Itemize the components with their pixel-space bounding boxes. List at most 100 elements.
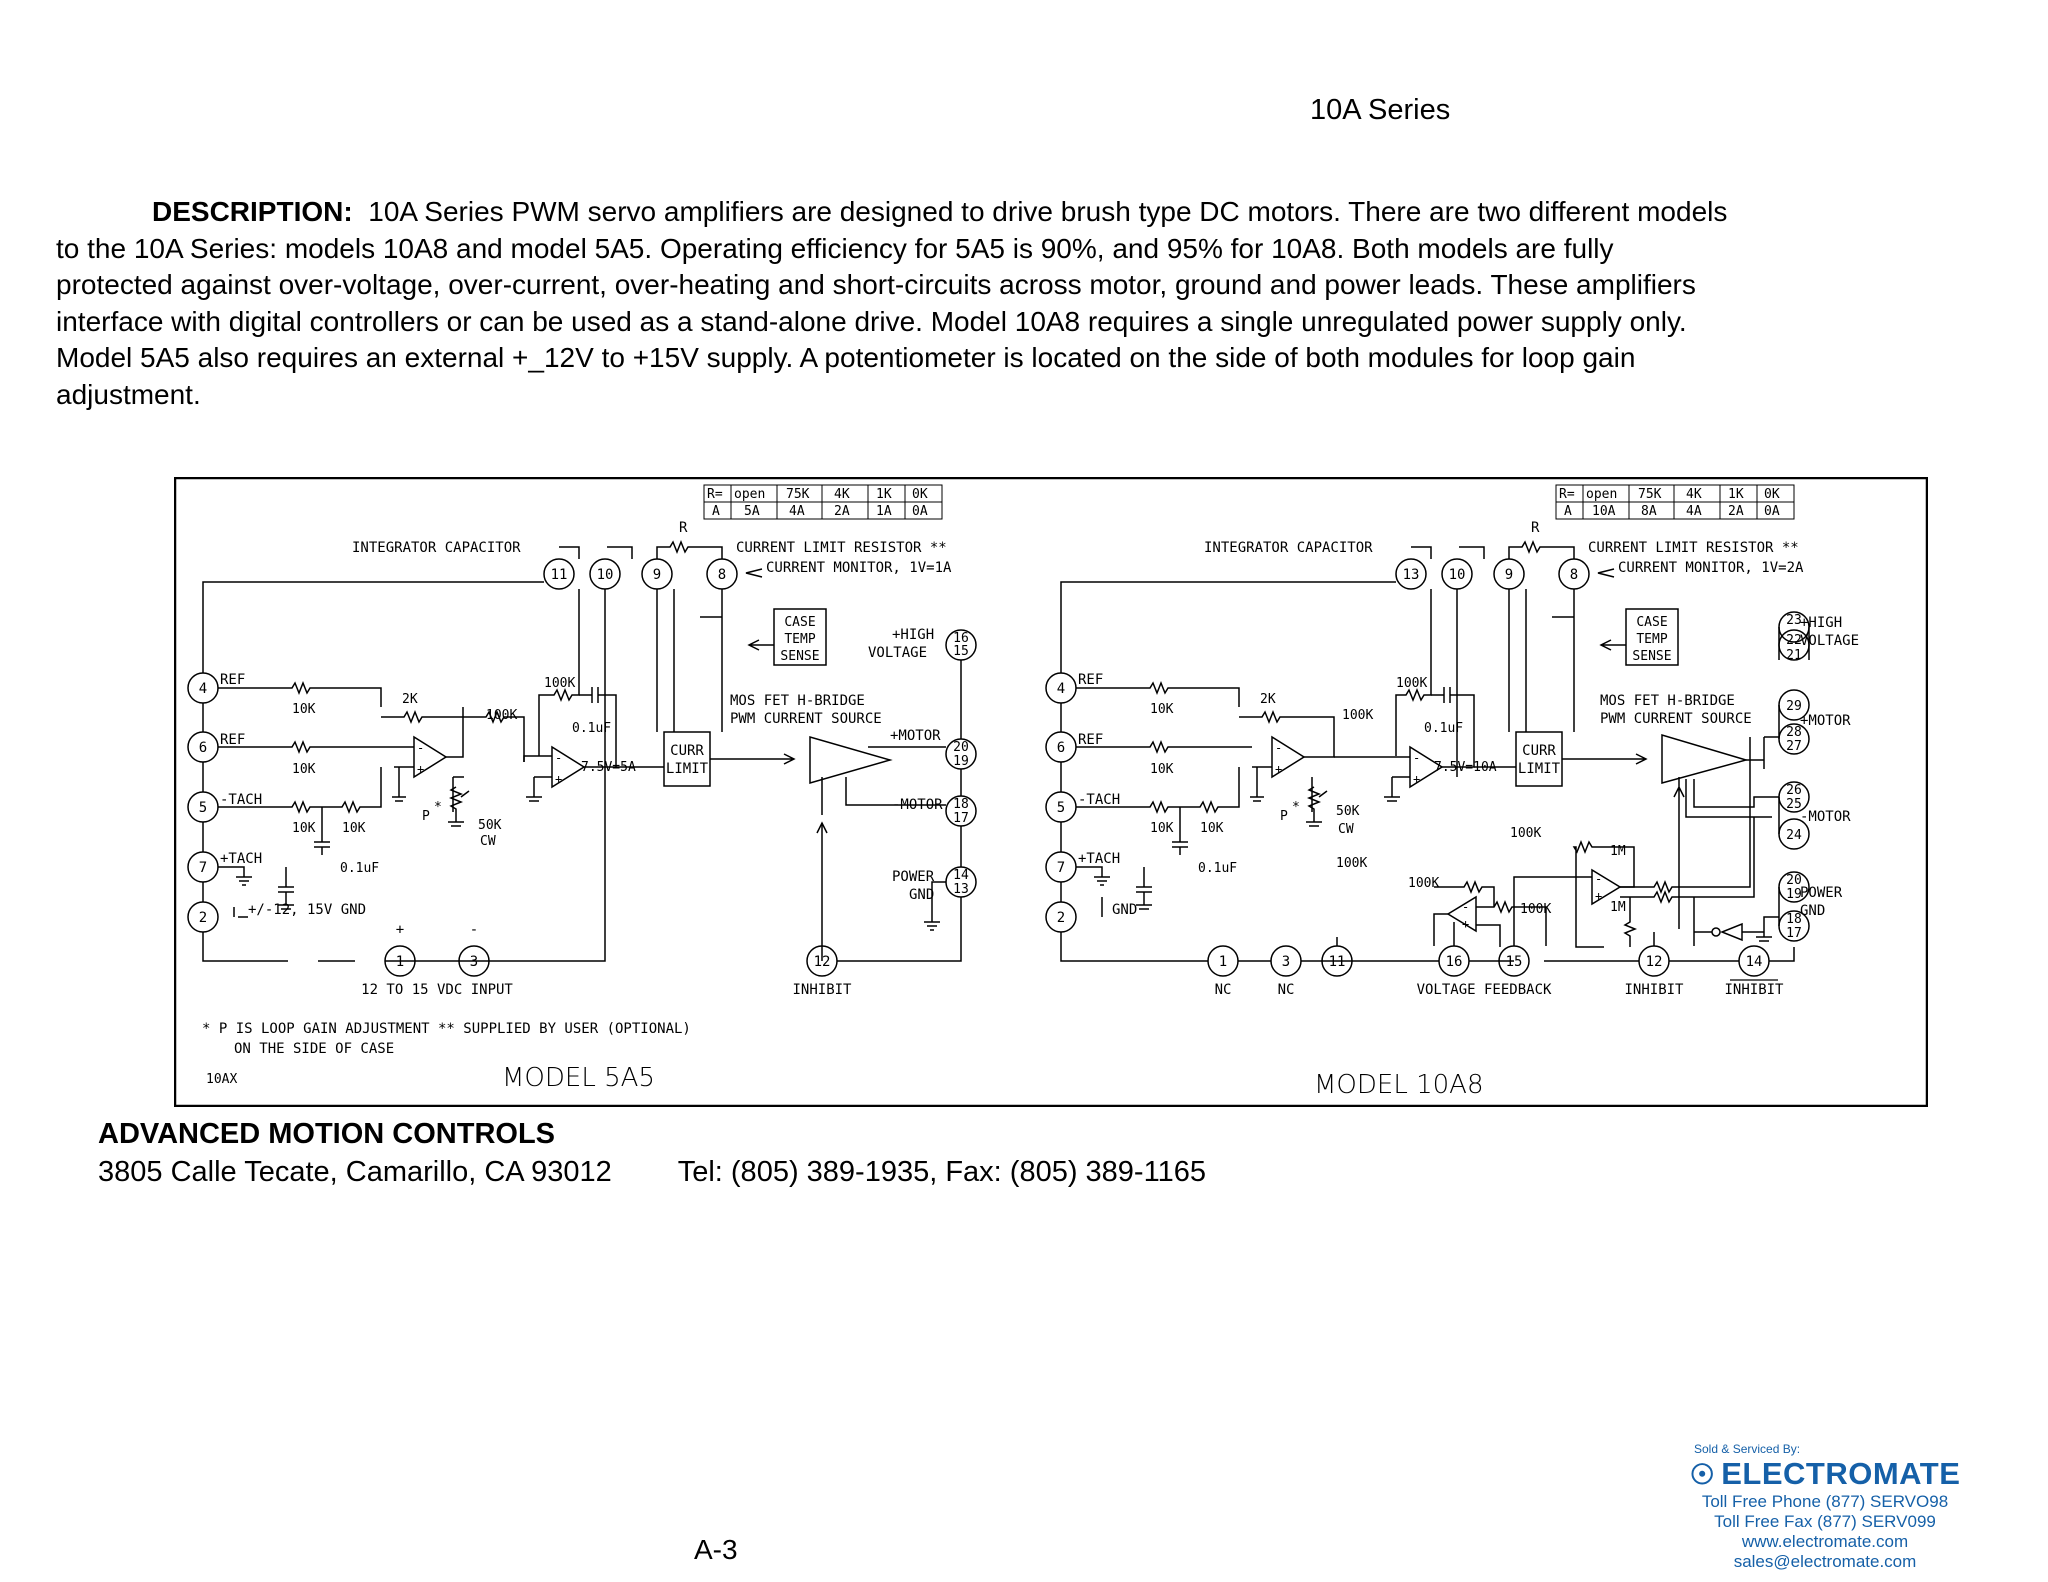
table2-a-5: 0A bbox=[1764, 504, 1780, 519]
current-monitor-label: CURRENT MONITOR, 1V=1A bbox=[766, 560, 952, 576]
company-contact: Tel: (805) 389-1935, Fax: (805) 389-1165 bbox=[677, 1156, 1206, 1188]
sold-by-label: Sold & Serviced By: bbox=[1694, 1442, 1801, 1456]
plus-motor-label-2: +MOTOR bbox=[1800, 713, 1851, 729]
plus-tach-label-2: +TACH bbox=[1078, 851, 1120, 867]
table2-r-0: R= bbox=[1559, 487, 1575, 502]
pin2-14: 14 bbox=[1746, 954, 1763, 970]
pin2-1: 1 bbox=[1219, 954, 1227, 970]
table2-r-5: 0K bbox=[1764, 487, 1780, 502]
table2-a-1: 10A bbox=[1592, 504, 1616, 519]
pin2-29: 29 bbox=[1786, 699, 1802, 714]
pin-4: 4 bbox=[199, 681, 207, 697]
description-text-1: 10A Series PWM servo amplifiers are desi… bbox=[368, 196, 1728, 227]
pot-star: * bbox=[434, 800, 442, 815]
footnote-1: * P IS LOOP GAIN ADJUSTMENT ** SUPPLIED … bbox=[202, 1021, 691, 1037]
pin2-26: 26 bbox=[1786, 783, 1802, 798]
table-a-4: 1A bbox=[876, 504, 892, 519]
pin-15: 15 bbox=[953, 644, 969, 659]
table2-a-4: 2A bbox=[1728, 504, 1744, 519]
res-2k: 2K bbox=[402, 692, 418, 707]
series-title: 10A Series bbox=[1310, 94, 1451, 126]
pin-19: 19 bbox=[953, 754, 969, 769]
current-limit-resistor-label: CURRENT LIMIT RESISTOR ** bbox=[736, 540, 947, 556]
integrator-capacitor-label-2: INTEGRATOR CAPACITOR bbox=[1204, 540, 1373, 556]
description-line-4: interface with digital controllers or ca… bbox=[56, 305, 1687, 337]
voltage-feedback-label: VOLTAGE FEEDBACK bbox=[1417, 982, 1552, 998]
pin2-5: 5 bbox=[1057, 800, 1065, 816]
sense-label: SENSE bbox=[780, 649, 819, 664]
description-heading: DESCRIPTION: bbox=[152, 196, 353, 227]
pin2-24: 24 bbox=[1786, 828, 1802, 843]
table2-a-2: 8A bbox=[1641, 504, 1657, 519]
pin2-12: 12 bbox=[1646, 954, 1663, 970]
table2-a-0: A bbox=[1564, 504, 1572, 519]
model-5a5-schematic: R= open 75K 4K 1K 0K A 5A 4A 2A 1A 0A IN… bbox=[187, 484, 977, 1093]
plus-tach-label: +TACH bbox=[220, 851, 262, 867]
ref2-label-2: REF bbox=[1078, 732, 1103, 748]
svg-text:+: + bbox=[555, 772, 562, 786]
minus-tach-label: -TACH bbox=[220, 792, 262, 808]
pin-5: 5 bbox=[199, 800, 207, 816]
pin2-22: 22 bbox=[1786, 633, 1802, 648]
schematic-diagram: R= open 75K 4K 1K 0K A 5A 4A 2A 1A 0A IN… bbox=[174, 477, 1928, 1107]
input-label: 12 TO 15 VDC INPUT bbox=[361, 982, 513, 998]
voltage-label: VOLTAGE bbox=[868, 645, 927, 661]
pin2-7: 7 bbox=[1057, 860, 1065, 876]
mosfet-label-1: MOS FET H-BRIDGE bbox=[730, 693, 865, 709]
res2-100k-d: 100K bbox=[1520, 902, 1551, 917]
ref-label-2: REF bbox=[220, 732, 245, 748]
nc-label-2: NC bbox=[1278, 982, 1295, 998]
supply-gnd-label: +/-12, 15V GND bbox=[248, 902, 366, 918]
curr-label: CURR bbox=[670, 743, 704, 759]
inhibit-bar-label: INHIBIT bbox=[1724, 982, 1784, 998]
table2-r-4: 1K bbox=[1728, 487, 1744, 502]
description-line-5: Model 5A5 also requires an external +_12… bbox=[56, 342, 1636, 373]
pin2-19: 19 bbox=[1786, 887, 1802, 902]
pot2-p: P bbox=[1280, 809, 1288, 824]
current-limit-table bbox=[703, 484, 943, 520]
case-label-2: CASE bbox=[1636, 615, 1667, 630]
pot-p: P bbox=[422, 809, 430, 824]
distributor-email: sales@electromate.com bbox=[1733, 1552, 1917, 1571]
integrator-capacitor-label: INTEGRATOR CAPACITOR bbox=[352, 540, 521, 556]
model-10a8-label: MODEL 10A8 bbox=[1314, 1070, 1484, 1100]
svg-text:-: - bbox=[1413, 751, 1420, 765]
current-monitor-label-2: CURRENT MONITOR, 1V=2A bbox=[1618, 560, 1804, 576]
gnd-label: GND bbox=[909, 887, 934, 903]
pin2-28: 28 bbox=[1786, 725, 1802, 740]
res2-2k: 2K bbox=[1260, 692, 1276, 707]
limit-label-2: LIMIT bbox=[1518, 761, 1561, 777]
cap-01uf-b: 0.1uF bbox=[572, 721, 611, 736]
pin-18: 18 bbox=[953, 797, 969, 812]
gnd-label-2: GND bbox=[1112, 902, 1137, 918]
table-a-1: 5A bbox=[744, 504, 760, 519]
pin2-11: 11 bbox=[1329, 954, 1346, 970]
pin2-2: 2 bbox=[1057, 910, 1065, 926]
pin2-18: 18 bbox=[1786, 912, 1802, 927]
res-10k-b: 10K bbox=[292, 762, 316, 777]
table2-r-3: 4K bbox=[1686, 487, 1702, 502]
table-r-2: 75K bbox=[786, 487, 810, 502]
res-100k-b: 100K bbox=[544, 676, 575, 691]
pin2-13: 13 bbox=[1403, 567, 1420, 583]
res2-10k-d: 10K bbox=[1200, 821, 1224, 836]
r-label: R bbox=[679, 520, 688, 536]
res-10k-a: 10K bbox=[292, 702, 316, 717]
res-10k-d: 10K bbox=[342, 821, 366, 836]
table-a-3: 2A bbox=[834, 504, 850, 519]
pin2-27: 27 bbox=[1786, 739, 1802, 754]
pin2-10: 10 bbox=[1449, 567, 1466, 583]
pin-16: 16 bbox=[953, 631, 969, 646]
svg-text:+: + bbox=[1413, 772, 1420, 786]
pin2-21: 21 bbox=[1786, 648, 1802, 663]
plus-sign: + bbox=[396, 922, 404, 938]
svg-text:-: - bbox=[555, 751, 562, 765]
pin-11: 11 bbox=[551, 567, 568, 583]
temp-label: TEMP bbox=[784, 632, 815, 647]
res2-10k-b: 10K bbox=[1150, 762, 1174, 777]
pot2-cw: CW bbox=[1338, 822, 1354, 837]
res2-10k-c: 10K bbox=[1150, 821, 1174, 836]
nc-label-1: NC bbox=[1215, 982, 1232, 998]
description-line-3: protected against over-voltage, over-cur… bbox=[56, 269, 1696, 300]
